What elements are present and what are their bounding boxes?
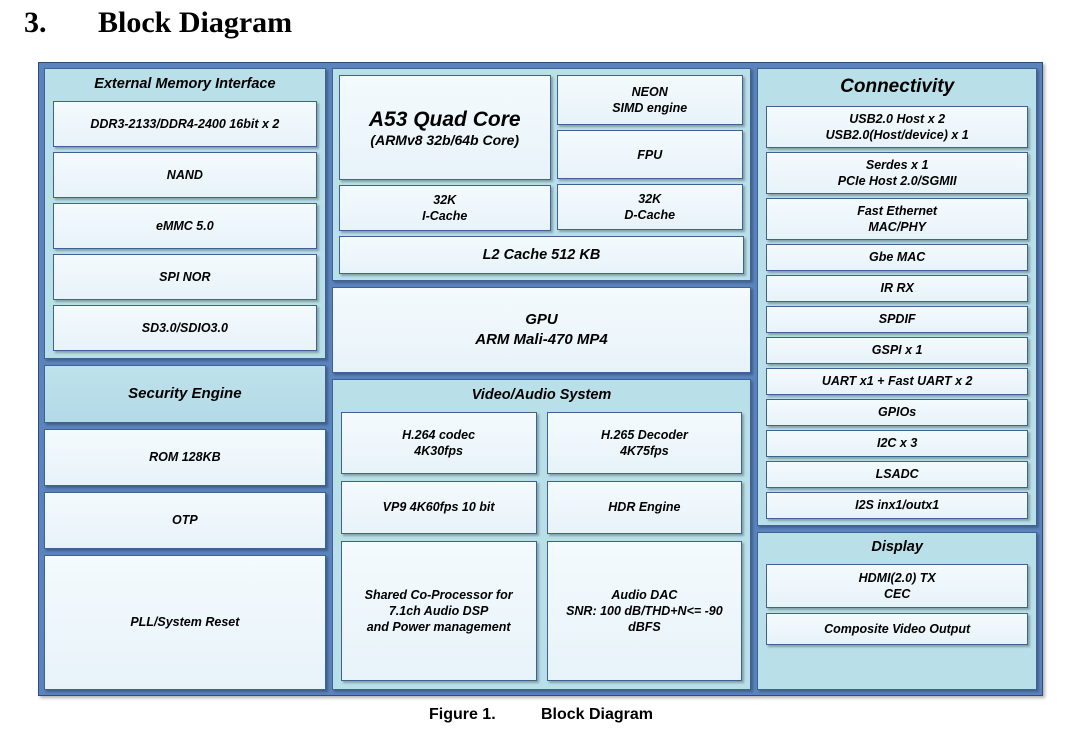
display-panel: Display HDMI(2.0) TX CEC Composite Video… xyxy=(757,531,1038,690)
a53-core-subtitle: (ARMv8 32b/64b Core) xyxy=(370,131,520,148)
panel-title-display: Display xyxy=(871,538,923,555)
section-number: 3. xyxy=(24,6,47,39)
block-i-cache: 32K I-Cache xyxy=(338,185,551,231)
cpu-left-group: A53 Quad Core (ARMv8 32b/64b Core) 32K I… xyxy=(338,75,551,231)
page-title: 3. Block Diagram xyxy=(24,6,292,40)
block-h265-decoder: H.265 Decoder 4K75fps xyxy=(546,411,743,474)
block-spdif: SPDIF xyxy=(766,305,1029,333)
block-gpu: GPU ARM Mali-470 MP4 xyxy=(331,287,752,373)
block-audio-dac: Audio DAC SNR: 100 dB/THD+N<= -90 dBFS xyxy=(546,540,743,681)
panel-title-external-memory-interface: External Memory Interface xyxy=(94,76,276,92)
block-fast-ethernet: Fast Ethernet MAC/PHY xyxy=(766,197,1029,240)
block-lsadc: LSADC xyxy=(766,460,1029,488)
block-otp: OTP xyxy=(44,491,326,549)
connectivity-panel: Connectivity USB2.0 Host x 2 USB2.0(Host… xyxy=(757,68,1038,526)
video-audio-system-panel: Video/Audio System H.264 codec 4K30fps H… xyxy=(331,379,752,690)
block-usb: USB2.0 Host x 2 USB2.0(Host/device) x 1 xyxy=(766,105,1029,148)
block-a53-quad-core: A53 Quad Core (ARMv8 32b/64b Core) xyxy=(338,75,551,180)
block-hdr-engine: HDR Engine xyxy=(546,480,743,534)
block-security-engine: Security Engine xyxy=(44,364,326,423)
block-h264-codec: H.264 codec 4K30fps xyxy=(340,411,537,474)
block-serdes: Serdes x 1 PCIe Host 2.0/SGMII xyxy=(766,151,1029,194)
block-pll-system-reset: PLL/System Reset xyxy=(44,554,326,690)
block-l2-cache: L2 Cache 512 KB xyxy=(338,236,745,274)
block-fpu: FPU xyxy=(556,130,743,179)
panel-title-video-audio-system: Video/Audio System xyxy=(471,387,612,403)
external-memory-interface-panel: External Memory Interface DDR3-2133/DDR4… xyxy=(44,68,326,359)
block-uart: UART x1 + Fast UART x 2 xyxy=(766,367,1029,395)
cpu-top-row: A53 Quad Core (ARMv8 32b/64b Core) 32K I… xyxy=(338,75,745,231)
block-hdmi: HDMI(2.0) TX CEC xyxy=(766,563,1029,608)
block-composite-video-output: Composite Video Output xyxy=(766,612,1029,645)
block-nand: NAND xyxy=(53,151,317,198)
block-ddr: DDR3-2133/DDR4-2400 16bit x 2 xyxy=(53,100,317,147)
left-column: External Memory Interface DDR3-2133/DDR4… xyxy=(44,68,326,690)
middle-column: A53 Quad Core (ARMv8 32b/64b Core) 32K I… xyxy=(331,68,752,690)
block-emmc: eMMC 5.0 xyxy=(53,202,317,249)
figure-caption: Figure 1. Block Diagram xyxy=(0,706,1082,724)
block-gbe-mac: Gbe MAC xyxy=(766,243,1029,271)
block-gspi: GSPI x 1 xyxy=(766,336,1029,364)
block-diagram: External Memory Interface DDR3-2133/DDR4… xyxy=(38,62,1043,696)
figure-caption-text: Block Diagram xyxy=(540,706,654,723)
block-i2c: I2C x 3 xyxy=(766,429,1029,457)
block-i2s: I2S inx1/outx1 xyxy=(766,491,1029,519)
cpu-panel: A53 Quad Core (ARMv8 32b/64b Core) 32K I… xyxy=(331,68,752,281)
block-neon-simd: NEON SIMD engine xyxy=(556,75,743,125)
block-sd-sdio: SD3.0/SDIO3.0 xyxy=(53,304,317,351)
figure-caption-label: Figure 1. xyxy=(428,706,496,723)
block-spi-nor: SPI NOR xyxy=(53,253,317,300)
block-gpios: GPIOs xyxy=(766,398,1029,426)
block-d-cache: 32K D-Cache xyxy=(556,184,743,230)
block-shared-co-processor: Shared Co-Processor for 7.1ch Audio DSP … xyxy=(340,540,537,681)
block-vp9: VP9 4K60fps 10 bit xyxy=(340,480,537,534)
cpu-right-group: NEON SIMD engine FPU 32K D-Cache xyxy=(556,75,743,231)
right-column: Connectivity USB2.0 Host x 2 USB2.0(Host… xyxy=(757,68,1038,690)
video-audio-grid: H.264 codec 4K30fps H.265 Decoder 4K75fp… xyxy=(340,411,743,681)
panel-title-connectivity: Connectivity xyxy=(840,76,955,97)
block-ir-rx: IR RX xyxy=(766,274,1029,302)
block-rom: ROM 128KB xyxy=(44,428,326,486)
a53-core-title: A53 Quad Core xyxy=(368,107,521,131)
section-title: Block Diagram xyxy=(98,6,293,39)
